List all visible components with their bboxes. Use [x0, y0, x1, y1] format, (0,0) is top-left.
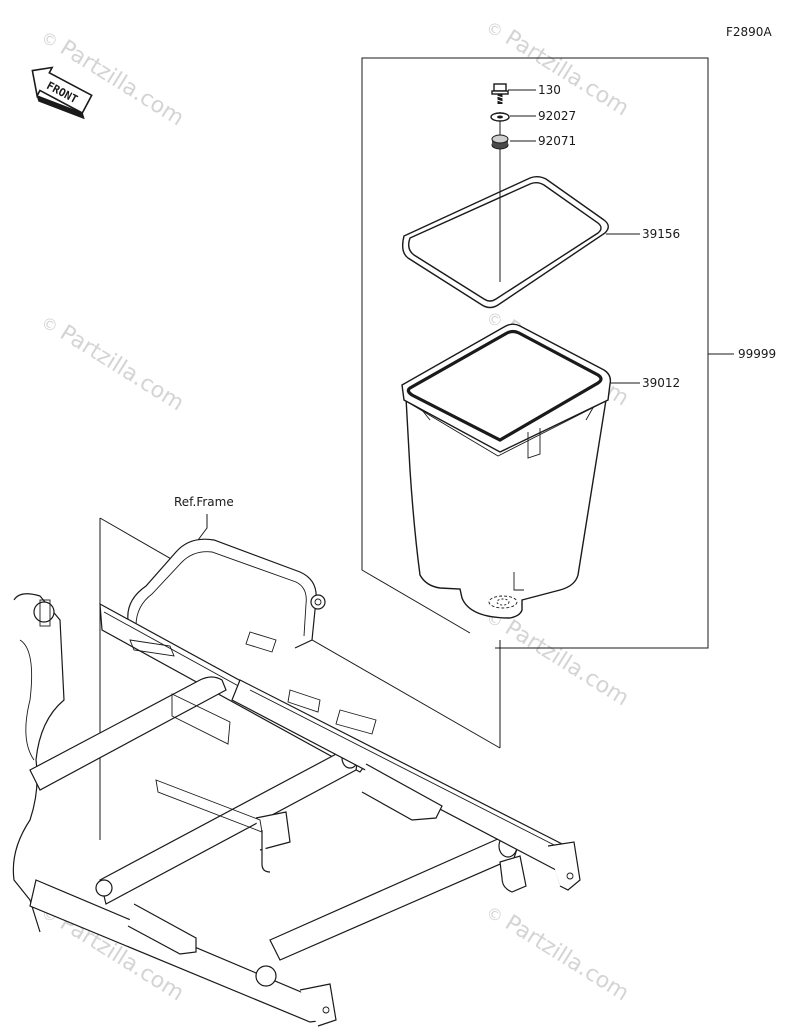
grommet-92071	[491, 134, 509, 150]
callout-39012[interactable]: 39012	[642, 376, 680, 390]
seal-ring-39156	[401, 176, 609, 309]
watermark: © Partzilla.com	[38, 312, 188, 417]
callout-92027[interactable]: 92027	[538, 109, 576, 123]
diagram-code: F2890A	[726, 25, 772, 39]
vehicle-frame	[12, 538, 581, 1027]
svg-text:Partzilla.com: Partzilla.com	[500, 26, 633, 122]
svg-text:©: ©	[483, 17, 507, 42]
bolt-130	[491, 83, 509, 104]
svg-text:Partzilla.com: Partzilla.com	[55, 36, 188, 132]
watermark: © Partzilla.com	[483, 17, 633, 122]
svg-text:Partzilla.com: Partzilla.com	[500, 616, 633, 712]
callout-39156[interactable]: 39156	[642, 227, 680, 241]
svg-text:©: ©	[38, 27, 62, 52]
svg-text:©: ©	[483, 902, 507, 927]
watermark: © Partzilla.com	[483, 607, 633, 712]
watermark: © Partzilla.com	[483, 902, 633, 1007]
callout-99999[interactable]: 99999	[738, 347, 776, 361]
callout-130[interactable]: 130	[538, 83, 561, 97]
washer-92027	[490, 112, 510, 122]
svg-text:Partzilla.com: Partzilla.com	[500, 911, 633, 1007]
svg-text:©: ©	[38, 312, 62, 337]
ref-frame-leader	[197, 514, 208, 541]
assembly-bracket	[361, 57, 734, 649]
callout-92071[interactable]: 92071	[538, 134, 576, 148]
ref-frame-label: Ref.Frame	[174, 495, 234, 509]
svg-text:Partzilla.com: Partzilla.com	[55, 321, 188, 417]
storage-box-39012	[401, 323, 612, 619]
